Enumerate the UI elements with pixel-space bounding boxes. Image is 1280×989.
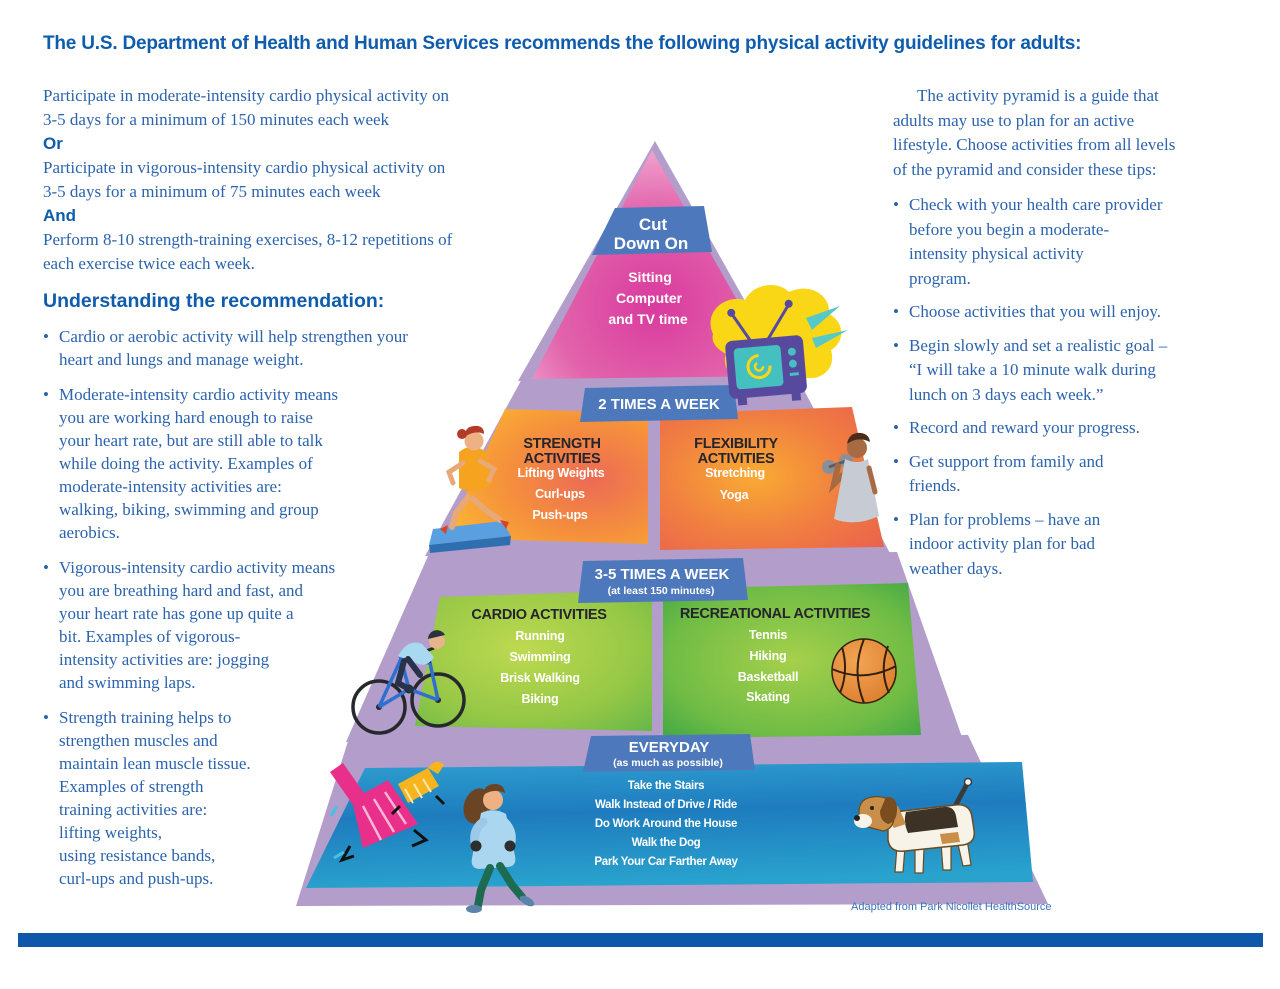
bullet-icon: • [893, 418, 899, 437]
tv-icon [710, 285, 848, 406]
flexibility-item: Stretching [705, 466, 765, 480]
everyday-item: Take the Stairs [628, 780, 704, 792]
flexibility-heading-line2: ACTIVITIES [698, 451, 775, 467]
cardio-item: Brisk Walking [500, 671, 580, 685]
bullet-icon: • [893, 451, 899, 471]
strength-panel [446, 409, 648, 544]
strength-heading-line1: STRENGTH [523, 436, 600, 452]
bullet-text: Moderate-intensity cardio activity means… [59, 385, 338, 542]
tips-column: The activity pyramid is a guide that adu… [893, 84, 1263, 590]
bullet-text: Get support from family and friends. [909, 451, 1104, 496]
strength-heading-line2: ACTIVITIES [524, 451, 601, 467]
tips-list: • Check with your health care provider be… [893, 193, 1263, 581]
step-exercise-icon [429, 425, 511, 553]
flexibility-item: Yoga [720, 488, 750, 502]
recreational-item: Tennis [749, 628, 787, 642]
everyday-banner-label: EVERYDAY [629, 739, 710, 756]
strength-recommendation: Perform 8-10 strength-training exercises… [43, 230, 453, 273]
everyday-item: Walk Instead of Drive / Ride [595, 799, 737, 811]
bullet-text: Cardio or aerobic activity will help str… [59, 327, 408, 369]
cut-down-item: Computer [616, 290, 683, 306]
paintbrush-icon [390, 761, 446, 816]
bottom-bar [18, 933, 1263, 947]
bullet-icon: • [893, 195, 899, 214]
bullet-icon: • [893, 335, 899, 355]
list-item: • Choose activities that you will enjoy. [893, 300, 1263, 325]
basketball-icon [831, 638, 897, 704]
moderate-recommendation: Participate in moderate-intensity cardio… [43, 86, 449, 129]
recommendations-column: Participate in moderate-intensity cardio… [43, 84, 588, 902]
activity-pyramid-diagram: Cut Down On Sitting Computer and TV time… [296, 141, 1048, 913]
list-item: • Moderate-intensity cardio activity mean… [43, 383, 588, 544]
page-title: The U.S. Department of Health and Human … [43, 33, 1082, 54]
cut-down-item: and TV time [608, 311, 688, 327]
cardio-heading: CARDIO ACTIVITIES [471, 607, 607, 623]
list-item: • Begin slowly and set a realistic goal –… [893, 334, 1263, 408]
bullet-icon: • [893, 302, 899, 321]
weight-lifter-icon [822, 432, 879, 523]
everyday-banner-sub: (as much as possible) [613, 757, 723, 769]
bullet-icon: • [43, 385, 49, 404]
bullet-text: Choose activities that you will enjoy. [909, 302, 1161, 321]
strength-item: Curl-ups [535, 487, 585, 501]
twice-week-banner [580, 385, 738, 422]
cardio-item: Swimming [510, 650, 571, 664]
recreational-heading: RECREATIONAL ACTIVITIES [680, 606, 871, 622]
recreational-item: Basketball [738, 670, 799, 684]
understanding-list: • Cardio or aerobic activity will help st… [43, 325, 588, 890]
understanding-heading: Understanding the recommendation: [43, 290, 385, 312]
cut-down-banner-line2: Down On [614, 234, 689, 253]
everyday-item: Walk the Dog [632, 837, 701, 849]
attribution: Adapted from Park Nicollet HealthSource [851, 901, 1052, 913]
everyday-item: Do Work Around the House [595, 818, 737, 830]
bullet-icon: • [893, 509, 899, 529]
tips-intro: The activity pyramid is a guide that adu… [893, 86, 1176, 179]
cut-down-banner-line1: Cut [639, 215, 668, 234]
everyday-item: Park Your Car Farther Away [594, 856, 738, 868]
bullet-text: Vigorous-intensity cardio activity means… [59, 558, 336, 692]
cyclist-icon [351, 630, 466, 735]
list-item: • Plan for problems – have an indoor acti… [893, 508, 1263, 582]
bullet-text: Begin slowly and set a realistic goal – … [909, 335, 1168, 404]
list-item: • Vigorous-intensity cardio activity mean… [43, 556, 588, 694]
twice-week-banner-label: 2 TIMES A WEEK [598, 396, 720, 413]
cut-down-banner [592, 206, 712, 255]
three-five-week-banner-sub: (at least 150 minutes) [608, 585, 715, 597]
broom-icon [329, 763, 429, 863]
strength-item: Push-ups [532, 508, 588, 522]
bullet-text: Plan for problems – have an indoor activ… [909, 509, 1101, 578]
list-item: • Check with your health care provider be… [893, 193, 1263, 291]
list-item: • Cardio or aerobic activity will help st… [43, 325, 588, 371]
cardio-item: Biking [522, 692, 559, 706]
bullet-icon: • [43, 708, 49, 727]
everyday-banner [583, 734, 755, 772]
and-label: And [43, 206, 77, 225]
dog-icon [854, 777, 976, 874]
three-five-week-banner-label: 3-5 TIMES A WEEK [595, 566, 730, 583]
list-item: • Get support from family and friends. [893, 450, 1263, 499]
vigorous-recommendation: Participate in vigorous-intensity cardio… [43, 158, 446, 201]
recreational-item: Skating [746, 690, 790, 704]
or-label: Or [43, 134, 63, 153]
bullet-text: Check with your health care provider bef… [909, 195, 1163, 288]
bullet-icon: • [43, 558, 49, 577]
list-item: • Strength training helps to strengthen m… [43, 706, 588, 890]
cut-down-item: Sitting [628, 269, 672, 285]
flexibility-panel [660, 407, 884, 550]
walking-woman-icon [463, 784, 535, 913]
bullet-icon: • [43, 327, 49, 346]
strength-item: Lifting Weights [517, 466, 604, 480]
flexibility-heading-line1: FLEXIBILITY [694, 436, 778, 452]
bullet-text: Strength training helps to strengthen mu… [59, 708, 251, 888]
cardio-item: Running [515, 629, 564, 643]
three-five-week-banner [578, 558, 748, 603]
bullet-text: Record and reward your progress. [909, 418, 1140, 437]
list-item: • Record and reward your progress. [893, 416, 1263, 441]
recreational-item: Hiking [750, 649, 787, 663]
cardio-panel [415, 590, 652, 731]
